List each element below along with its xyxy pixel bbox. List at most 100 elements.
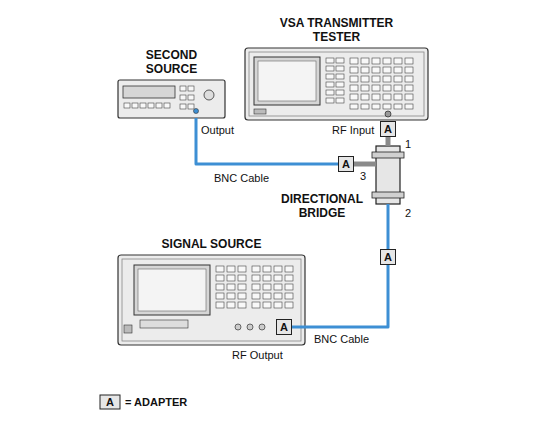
panel-key	[216, 293, 224, 299]
panel-key	[238, 266, 246, 272]
port-number: 2	[405, 207, 411, 219]
panel-key	[124, 103, 130, 108]
panel-key	[326, 90, 334, 95]
panel-key	[216, 302, 224, 308]
port-label: RF Output	[232, 349, 283, 361]
legend-text: = ADAPTER	[125, 396, 187, 408]
instrument-heading: SIGNAL SOURCE	[137, 237, 287, 251]
panel-key	[188, 104, 194, 109]
panel-key	[405, 85, 413, 91]
panel-key	[285, 266, 293, 272]
panel-key	[405, 67, 413, 73]
panel-key	[372, 94, 380, 100]
adapter-box: A	[276, 319, 292, 335]
panel-key	[216, 275, 224, 281]
adapter-label: A	[280, 321, 288, 333]
cable	[387, 204, 390, 249]
panel-key	[238, 275, 246, 281]
port-label: RF Input	[332, 124, 374, 136]
panel-key	[326, 74, 334, 79]
panel-key	[326, 66, 334, 71]
signal-source-instrument	[118, 255, 305, 345]
panel-key	[132, 103, 138, 108]
panel-key	[361, 94, 369, 100]
cable	[354, 162, 376, 167]
directional-bridge: DIRECTIONAL BRIDGE	[376, 146, 400, 204]
panel-key	[180, 86, 186, 91]
panel-key	[263, 266, 271, 272]
panel-key	[227, 275, 235, 281]
panel-key	[336, 90, 344, 95]
panel-key	[238, 302, 246, 308]
instrument-heading: SECOND SOURCE	[132, 48, 212, 76]
panel-key	[252, 275, 260, 281]
second-source-instrument	[118, 80, 225, 118]
panel-key	[394, 104, 402, 109]
panel-key	[372, 85, 380, 91]
panel-key	[361, 104, 369, 109]
adapter-label: A	[342, 158, 350, 170]
panel-key	[263, 275, 271, 281]
panel-key	[361, 85, 369, 91]
adapter-label: A	[384, 123, 392, 135]
panel-key	[405, 104, 413, 109]
source-instrument: SECOND SOURCE	[118, 80, 225, 118]
panel-key	[394, 85, 402, 91]
adapter-box: A	[380, 121, 396, 137]
panel-key	[394, 67, 402, 73]
panel-key	[285, 293, 293, 299]
panel-key	[263, 293, 271, 299]
panel-key	[350, 104, 358, 109]
panel-key	[326, 98, 334, 103]
panel-key	[383, 76, 391, 82]
panel-key	[227, 266, 235, 272]
panel-key	[227, 284, 235, 290]
panel-key	[350, 67, 358, 73]
panel-key	[350, 58, 358, 64]
panel-key	[361, 76, 369, 82]
panel-key	[252, 284, 260, 290]
panel-key	[263, 284, 271, 290]
panel-key	[350, 76, 358, 82]
panel-key	[405, 94, 413, 100]
panel-key	[140, 103, 146, 108]
panel-key	[180, 104, 186, 109]
panel-key	[252, 266, 260, 272]
panel-key	[285, 302, 293, 308]
panel-key	[383, 67, 391, 73]
port-label: Output	[201, 124, 234, 136]
panel-key	[285, 275, 293, 281]
panel-key	[350, 85, 358, 91]
cable-label: BNC Cable	[212, 172, 271, 184]
source-instrument: SIGNAL SOURCEA	[118, 255, 305, 345]
cable	[386, 137, 391, 146]
panel-key	[383, 85, 391, 91]
panel-key	[336, 74, 344, 79]
panel-key	[326, 82, 334, 87]
panel-key	[336, 98, 344, 103]
panel-key	[156, 103, 162, 108]
panel-key	[188, 86, 194, 91]
panel-key	[274, 266, 282, 272]
panel-key	[263, 302, 271, 308]
panel-key	[383, 58, 391, 64]
port-number: 3	[360, 170, 366, 182]
panel-key	[227, 302, 235, 308]
cable	[196, 118, 338, 164]
panel-key	[394, 94, 402, 100]
panel-key	[336, 82, 344, 87]
panel-key	[216, 284, 224, 290]
panel-key	[164, 103, 170, 108]
panel-key	[227, 293, 235, 299]
instrument-heading: VSA TRANSMITTER TESTER	[277, 16, 397, 44]
panel-key	[252, 302, 260, 308]
panel-key	[274, 302, 282, 308]
panel-key	[148, 103, 154, 108]
panel-key	[216, 266, 224, 272]
panel-key	[361, 58, 369, 64]
panel-key	[372, 58, 380, 64]
cable	[292, 265, 388, 327]
